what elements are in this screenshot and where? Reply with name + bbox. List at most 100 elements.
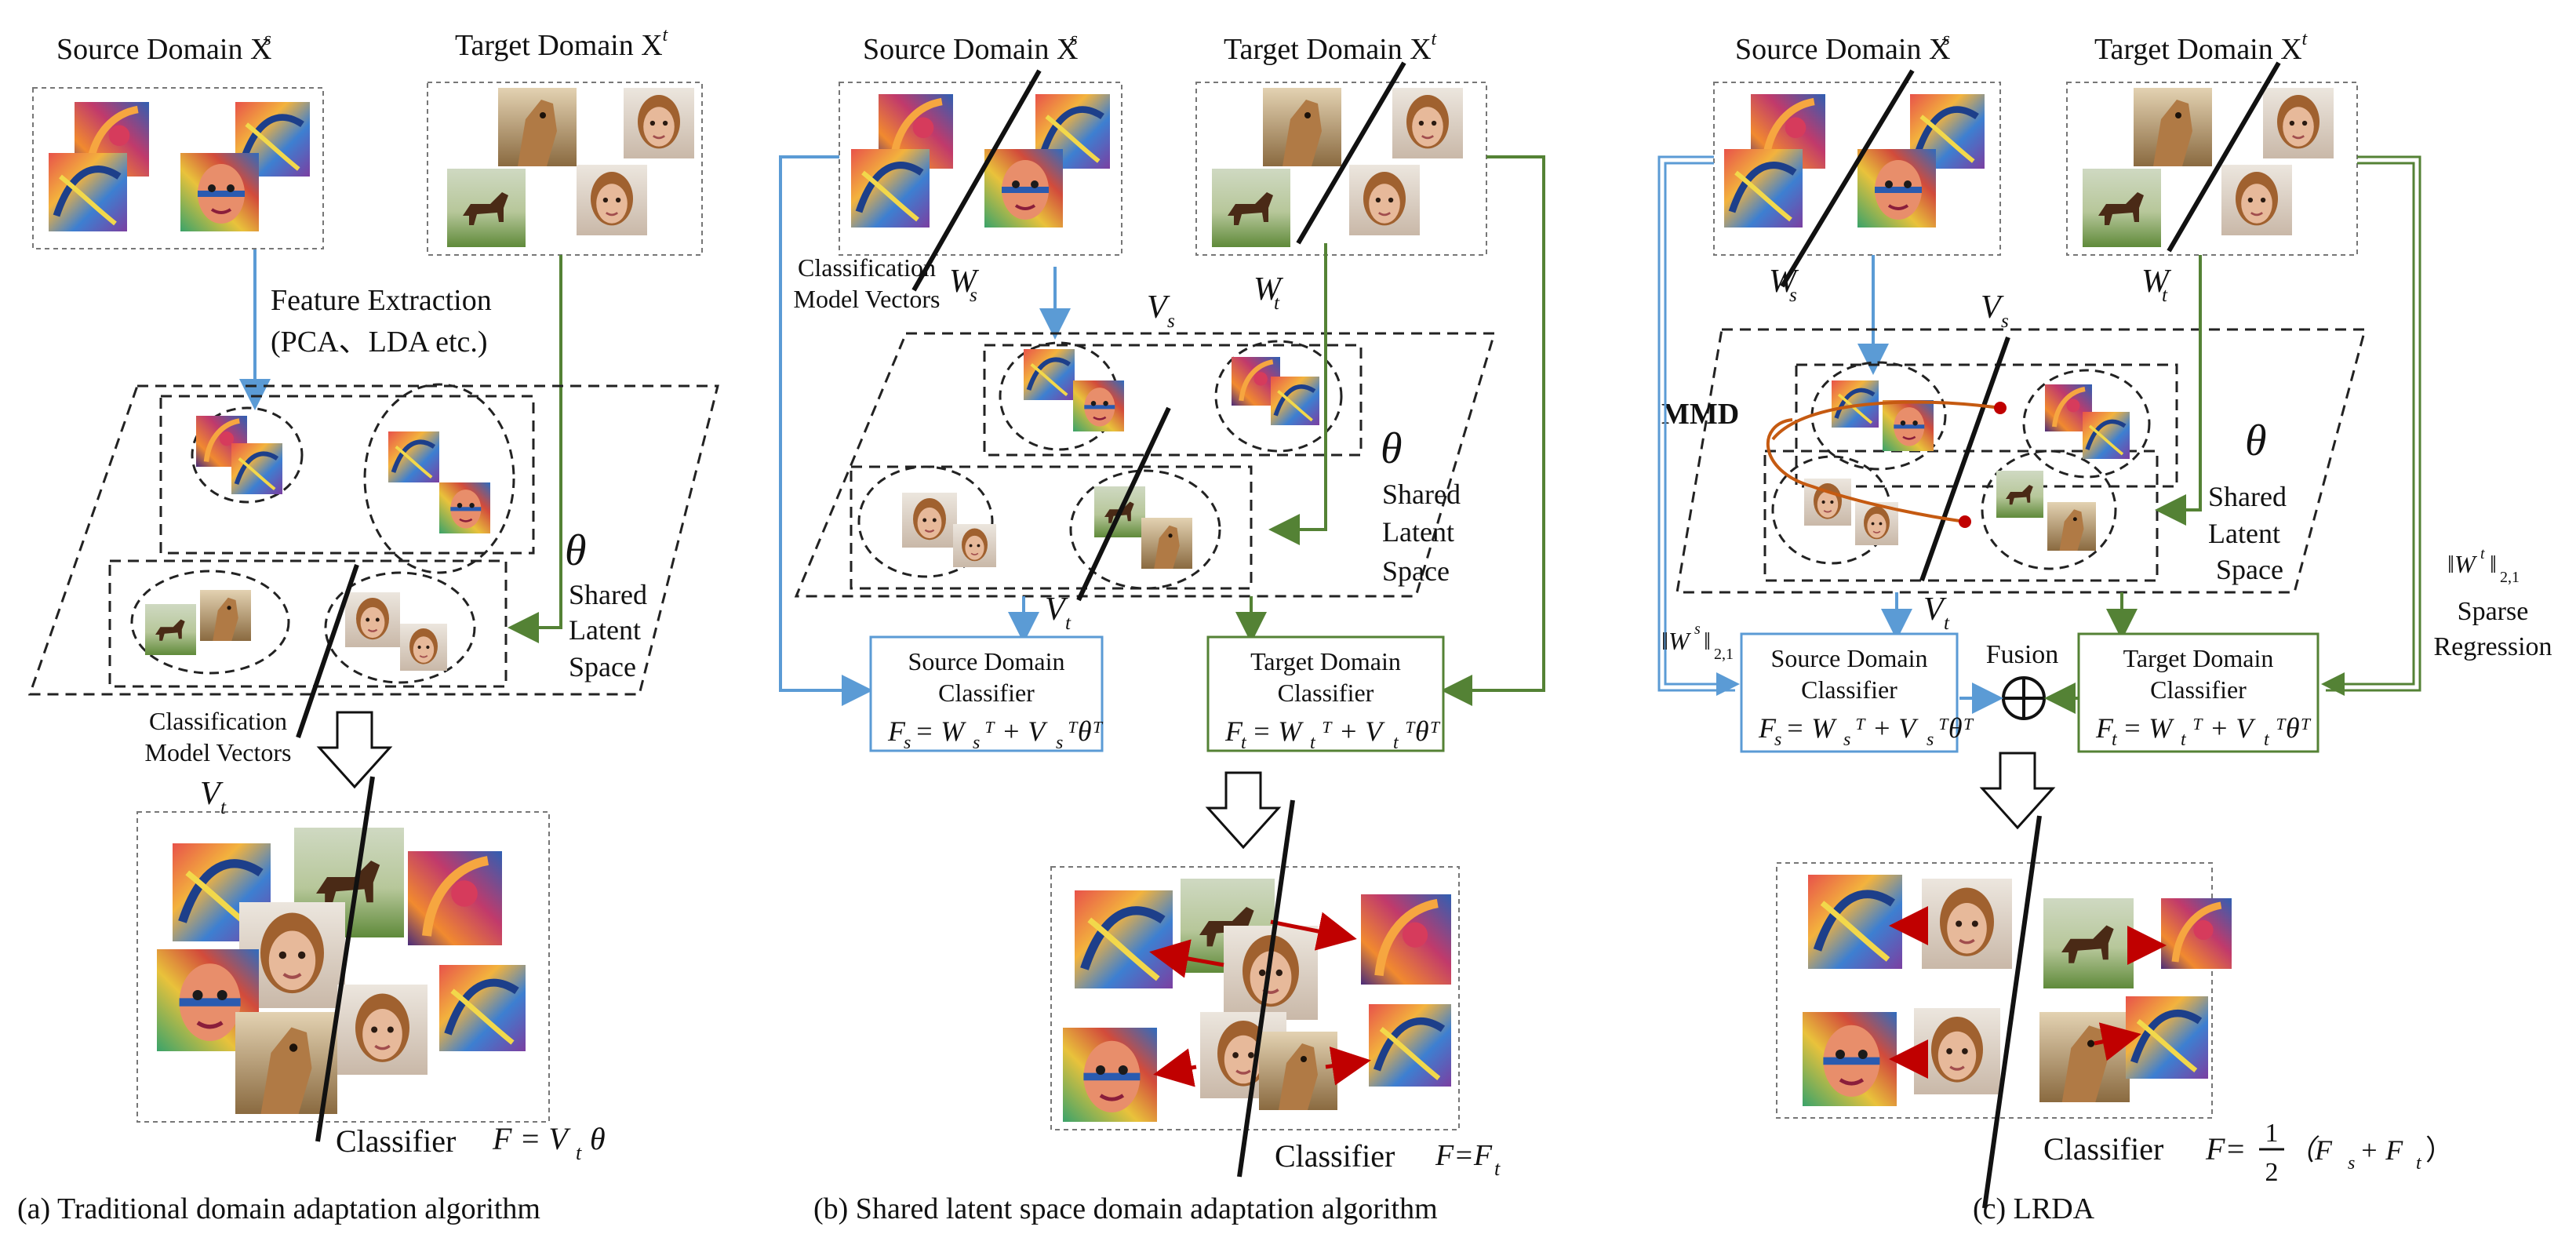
horse-photo-thumbnail (1212, 169, 1290, 247)
painting-thumbnail (2161, 898, 2232, 969)
face-photo-thumbnail (1912, 1007, 2002, 1096)
panel-b-source-title-sup: s (1071, 29, 1078, 49)
mmd-label: MMD (1661, 398, 1739, 431)
panel-b-vs-label-sub: s (1167, 311, 1175, 332)
mmd-curve-2 (1771, 400, 2001, 441)
panel-c-source-classifier-formula-3: s (1843, 730, 1850, 750)
panel-b-formula-main: F=F (1435, 1139, 1493, 1172)
painting-thumbnail (1857, 149, 1936, 228)
panel-c-wt-label: Wt (2141, 264, 2172, 306)
panel-a-latent-space (27, 384, 719, 696)
panel-c-source-classifier-subtitle: Classifier (1801, 675, 1897, 704)
painting-thumbnail (1808, 875, 1902, 969)
panel-b-vs-line (1076, 406, 1171, 602)
painting-thumbnail (49, 153, 127, 231)
panel-c-caption: (c) LRDA (1973, 1192, 2095, 1225)
panel-c-target-cut (2167, 61, 2281, 253)
panel-c-formula-num: 1 (2265, 1119, 2279, 1148)
panel-c-source-to-src-cls-b (1664, 162, 1740, 696)
panel-b-vs-label-main: V (1147, 289, 1170, 326)
source-norm-sub: 2,1 (1714, 646, 1734, 663)
panel-a-classifier-label: Classifier (336, 1123, 456, 1159)
painting-thumbnail (388, 431, 439, 482)
face-photo-thumbnail (344, 591, 402, 649)
face-photo-thumbnail (901, 491, 959, 549)
panel-c-target-box (2066, 82, 2358, 256)
sparse-regression-label-1: Sparse (2458, 597, 2529, 626)
panel-c-target-classifier-frame (2077, 632, 2319, 753)
horse-photo-thumbnail (200, 590, 251, 641)
panel-c-target-title-text: Target Domain X (2094, 33, 2302, 66)
panel-c-vt-label-sub: t (1944, 613, 1950, 634)
target-cluster-2 (324, 571, 476, 684)
panel-c-match-arrow-4 (2094, 1022, 2141, 1061)
panel-c-source-to-src-cls-a (1657, 155, 1735, 692)
panel-b-source-cut (911, 69, 1042, 292)
panel-a-target-arrow (508, 255, 562, 643)
panel-a-target-title-text: Target Domain X (455, 29, 663, 62)
painting-thumbnail (1369, 1004, 1451, 1087)
horse-photo-thumbnail (1263, 88, 1341, 166)
panel-c-target-to-space (2155, 255, 2202, 526)
panel-c-space-label-2: Latent (2208, 518, 2280, 549)
panel-b-target-classifier-subtitle: Classifier (1278, 679, 1374, 707)
panel-b-classifier-label: Classifier (1275, 1138, 1395, 1174)
face-photo-thumbnail (399, 623, 448, 672)
panel-b-source-classifier-formula-0: F (887, 715, 906, 747)
panel-c-space-label-3: Space (2216, 554, 2283, 585)
panel-b-source-to-src-cls (779, 155, 873, 706)
face-photo-thumbnail (575, 163, 649, 237)
panel-a-down-arrow (316, 711, 393, 789)
panel-a-source-title: Source Domain Xs (56, 29, 271, 66)
face-photo-thumbnail (2220, 163, 2294, 237)
panel-b-target-classifier-frame (1206, 635, 1445, 752)
panel-c-source-classifier-formula-2: = W (1785, 712, 1837, 744)
panel-b-source-title-text: Source Domain X (863, 33, 1078, 66)
painting-thumbnail (439, 965, 526, 1051)
face-photo-thumbnail (1391, 86, 1464, 160)
panel-c-target-to-tgt-cls-b (2321, 162, 2415, 696)
panel-b-theta: θ (1381, 424, 1403, 473)
panel-c-ws-label: Ws (1769, 264, 1799, 306)
panel-a-formula-sub: t (576, 1141, 582, 1164)
panel-b-target-cluster-box (850, 465, 1253, 590)
painting-thumbnail (1883, 400, 1934, 451)
face-photo-thumbnail (2261, 86, 2335, 160)
panel-c-formula-pre: F= (2205, 1131, 2246, 1167)
panel-c-formula-t: t (2416, 1153, 2422, 1174)
panel-c-target-classifier-formula-4: ᵀ + V (2192, 712, 2256, 744)
painting-thumbnail (1271, 377, 1319, 425)
panel-b-ws-label: Ws (949, 264, 980, 306)
target-norm-main: ‖W (2447, 550, 2478, 578)
mmd-curve-1 (1766, 418, 1966, 523)
panel-c-formula-den: 2 (2265, 1158, 2279, 1187)
painting-thumbnail (1024, 349, 1075, 400)
painting-thumbnail (851, 149, 930, 228)
target-norm-sup: t (2480, 545, 2485, 562)
panel-c-classifier-label: Classifier (2043, 1131, 2163, 1167)
panel-c-formula-plus: + F (2360, 1134, 2403, 1166)
panel-a-formula-main: F = V (492, 1121, 571, 1156)
panel-b-source-classifier-formula-4: ᵀ + V (984, 715, 1048, 747)
panel-b-target-classifier-formula-0: F (1224, 715, 1243, 747)
target-norm-end: ‖ (2490, 550, 2497, 578)
panel-b-target-title-text: Target Domain X (1224, 33, 1432, 66)
panel-b-match-arrow-4 (1325, 1047, 1371, 1086)
source-cluster-2 (363, 383, 515, 574)
panel-b-target-classifier-formula-3: t (1310, 733, 1316, 753)
horse-photo-thumbnail (2043, 898, 2134, 988)
panel-b-wt-label-main: W (1253, 271, 1284, 308)
face-photo-thumbnail (622, 86, 696, 160)
panel-c-target-classifier-title: Target Domain (2123, 644, 2274, 672)
panel-b-target-box (1195, 82, 1487, 256)
